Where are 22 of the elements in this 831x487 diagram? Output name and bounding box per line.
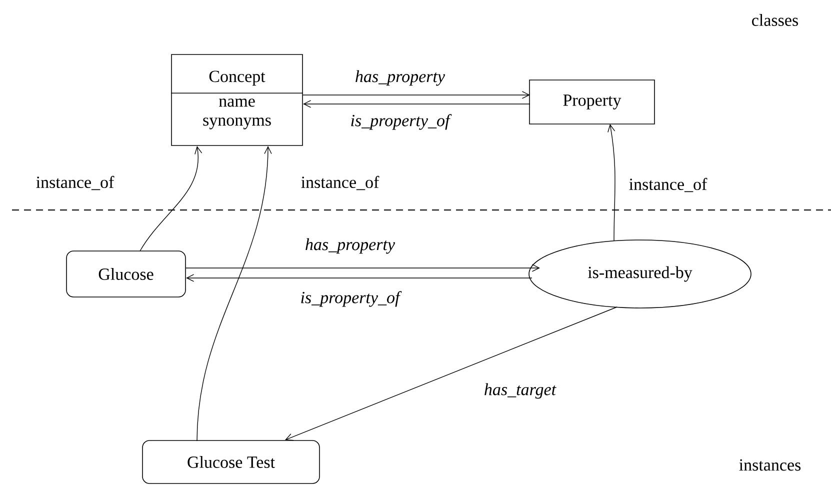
edge-label: instance_of xyxy=(300,174,380,192)
arrow xyxy=(186,274,532,282)
section-label: classes xyxy=(752,14,798,26)
section-label: instances xyxy=(739,459,801,471)
arrow xyxy=(285,306,618,441)
arrow xyxy=(608,124,616,242)
edge-label: is_property_of xyxy=(299,290,402,308)
instance-box: Glucose Test xyxy=(142,440,320,484)
edge-label: instance_of xyxy=(34,174,116,192)
edge-label: is_property_of xyxy=(349,113,452,131)
edge-label: has_target xyxy=(482,382,558,400)
edge-label: has_property xyxy=(304,237,396,255)
instance-box: Glucose xyxy=(66,250,186,298)
class-box: Concept name synonyms xyxy=(170,54,304,146)
edge-label: instance_of xyxy=(628,176,708,194)
class-box: Property xyxy=(529,80,655,124)
arrow xyxy=(302,91,530,99)
arrow xyxy=(196,146,272,442)
arrow xyxy=(303,100,530,108)
arrow xyxy=(186,264,540,272)
arrow xyxy=(140,146,202,252)
edge-label: has_property xyxy=(354,69,446,87)
